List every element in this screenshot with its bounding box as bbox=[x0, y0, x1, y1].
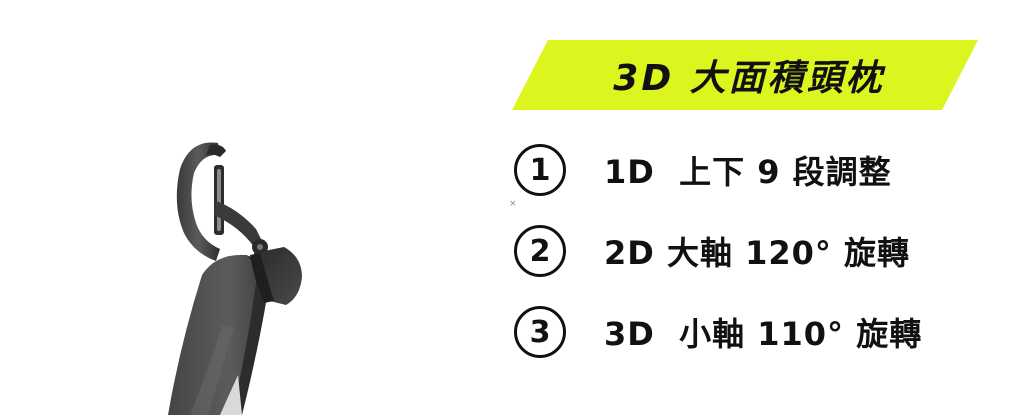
feature-text: 2D 大軸 120° 旋轉 bbox=[604, 234, 911, 272]
chair-headrest-icon bbox=[150, 125, 330, 415]
banner-title: 3D 大面積頭枕 bbox=[613, 58, 885, 99]
feature-text: 1D 上下 9 段調整 bbox=[604, 153, 892, 191]
feature-number-badge: 2 bbox=[514, 225, 566, 277]
feature-text: 3D 小軸 110° 旋轉 bbox=[604, 315, 923, 353]
chair-headrest-illustration bbox=[168, 142, 302, 415]
stray-mark: × bbox=[509, 199, 517, 209]
feature-row-3: 3 3D 小軸 110° 旋轉 bbox=[514, 303, 922, 361]
feature-row-2: 2 2D 大軸 120° 旋轉 bbox=[514, 222, 910, 280]
feature-row-1: 1 1D 上下 9 段調整 bbox=[514, 141, 892, 199]
feature-number-badge: 1 bbox=[514, 144, 566, 196]
feature-number-badge: 3 bbox=[514, 306, 566, 358]
title-banner: 3D 大面積頭枕 bbox=[512, 40, 978, 110]
banner-background bbox=[512, 40, 978, 110]
